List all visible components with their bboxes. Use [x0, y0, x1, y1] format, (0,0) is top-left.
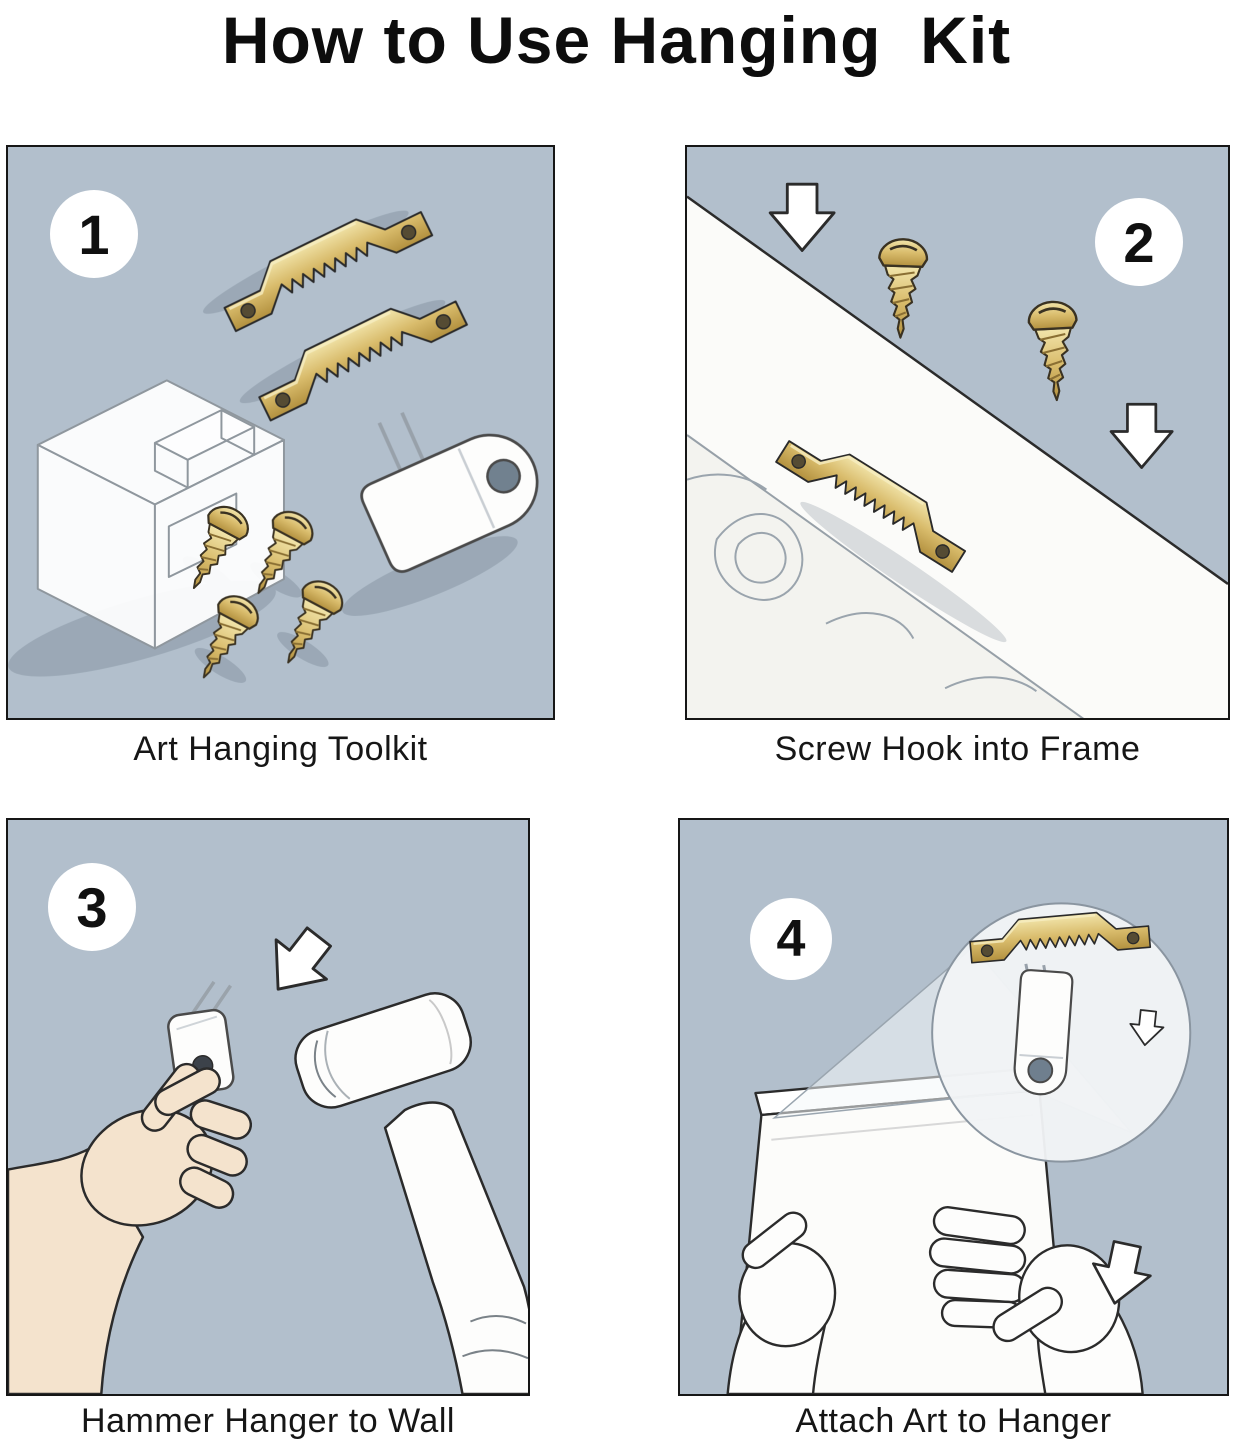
screw [192, 505, 249, 589]
sawtooth-hanger [969, 911, 1152, 964]
screw [1027, 300, 1078, 402]
panel-step-4: 4 [678, 818, 1229, 1396]
sawtooth-hanger [258, 300, 468, 422]
sawtooth-hanger [775, 440, 967, 573]
panel-step-2: 2 [685, 145, 1230, 720]
wood-grain [687, 473, 1037, 692]
panel-step-3: 3 [6, 818, 530, 1396]
arrow-down-icon [1109, 402, 1174, 469]
panel-step-1: 1 [6, 145, 555, 720]
step-4-badge: 4 [750, 898, 832, 980]
step-3-number: 3 [76, 875, 108, 939]
caption-step-4: Attach Art to Hanger [795, 1402, 1112, 1440]
toolkit-illustration [8, 210, 539, 683]
hanging-hook [360, 411, 539, 573]
arrow-down-icon [768, 182, 836, 252]
left-hand [726, 1211, 837, 1394]
attach-art-illustration [726, 902, 1192, 1394]
right-hand [928, 1206, 1144, 1394]
step-2-badge: 2 [1095, 198, 1183, 286]
caption-step-2: Screw Hook into Frame [774, 730, 1141, 768]
arrow-down-left-icon [274, 926, 332, 991]
page-title: How to Use Hanging Kit [221, 3, 1012, 77]
step-2-number: 2 [1123, 210, 1155, 274]
arrow-down-icon [1092, 1240, 1152, 1305]
frame-board [687, 195, 1228, 718]
caption-step-3: Hammer Hanger to Wall [81, 1402, 455, 1440]
caption-step-1: Art Hanging Toolkit [133, 730, 428, 768]
arrow-down-icon [1129, 1009, 1165, 1047]
sawtooth-hanger [223, 211, 434, 333]
step-4-number: 4 [776, 910, 806, 968]
screw [202, 595, 259, 679]
hanging-hook [1013, 963, 1074, 1096]
step-1-number: 1 [78, 202, 110, 266]
hammer [294, 992, 528, 1394]
step-3-badge: 3 [48, 863, 136, 951]
hand [8, 1062, 253, 1394]
hammer-illustration [8, 926, 528, 1394]
screw [287, 580, 344, 664]
screw [878, 238, 929, 339]
screw-hook-illustration [687, 182, 1228, 718]
step-1-badge: 1 [50, 190, 138, 278]
screw [257, 510, 314, 594]
